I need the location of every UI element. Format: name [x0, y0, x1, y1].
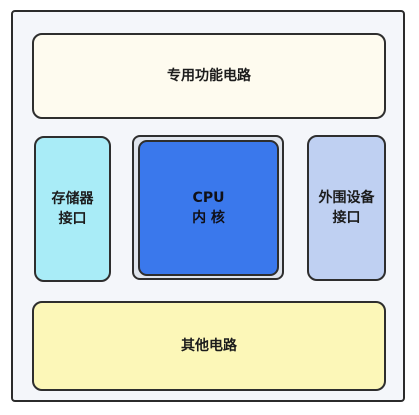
cpu-core-block: CPU 内 核	[138, 140, 279, 276]
peripheral-interface-block: 外围设备 接口	[307, 135, 386, 281]
special-function-circuit-block: 专用功能电路	[32, 33, 386, 119]
memory-interface-block: 存储器 接口	[34, 136, 111, 282]
other-circuit-block: 其他电路	[32, 301, 386, 391]
